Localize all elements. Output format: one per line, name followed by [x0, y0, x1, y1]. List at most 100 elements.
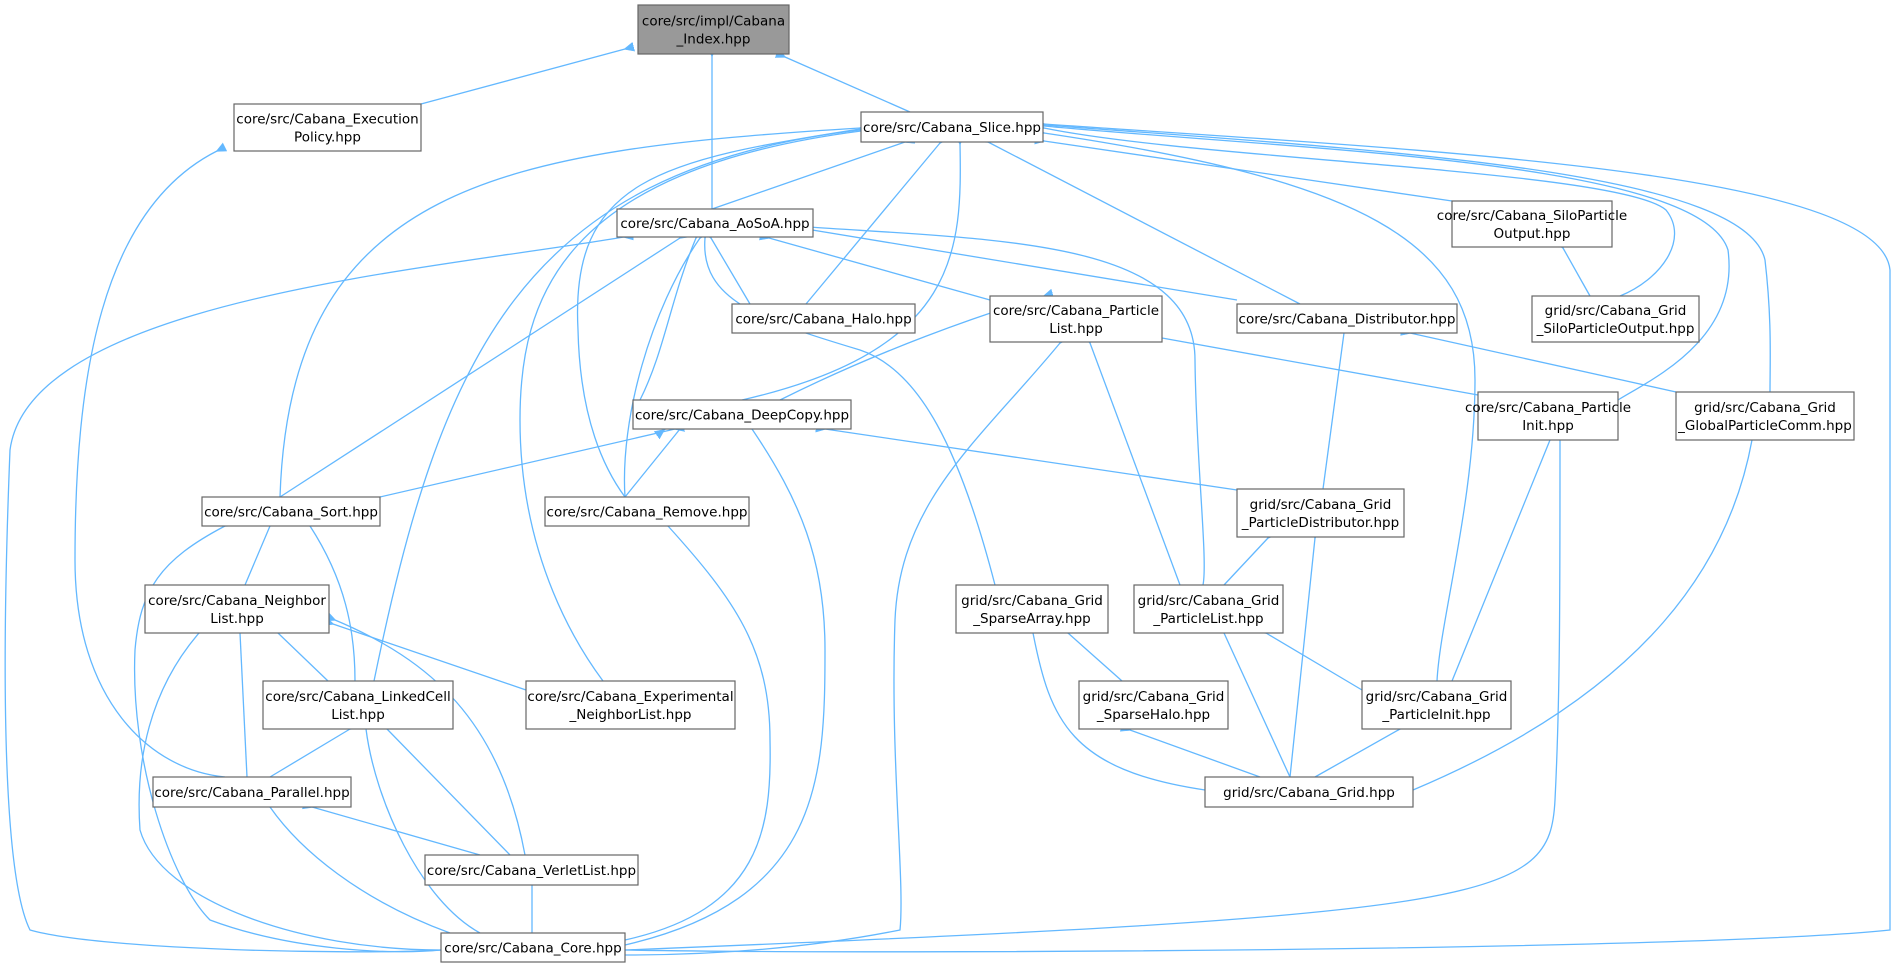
file-node-core[interactable]: core/src/Cabana_Core.hpp — [440, 932, 626, 963]
dependency-edges — [4, 49, 1893, 956]
file-node-expneighbor[interactable]: core/src/Cabana_Experimental _NeighborLis… — [525, 680, 736, 730]
file-node-label: grid/src/Cabana_Grid — [1366, 689, 1508, 705]
file-node-gridsilo[interactable]: grid/src/Cabana_Grid _SiloParticleOutput.… — [1531, 295, 1700, 343]
dependency-edge — [705, 238, 996, 586]
file-node-box — [1451, 200, 1613, 248]
dependency-edge — [711, 238, 751, 305]
dependency-edge — [373, 130, 860, 682]
file-node-box — [637, 4, 790, 55]
dependency-edge — [366, 729, 481, 934]
file-node-label: _Index.hpp — [676, 32, 751, 48]
dependency-edge — [788, 226, 1238, 301]
dependency-edge — [624, 429, 826, 946]
file-node-label: _ParticleInit.hpp — [1381, 707, 1490, 723]
dependency-edge — [379, 429, 675, 498]
file-node-label: core/src/Cabana_DeepCopy.hpp — [635, 408, 849, 424]
file-node-gridparticlelist[interactable]: grid/src/Cabana_Grid_ParticleList.hpp — [1133, 584, 1284, 634]
file-node-label: _SiloParticleOutput.hpp — [1536, 321, 1695, 337]
file-node-label: _GlobalParticleComm.hpp — [1677, 418, 1852, 434]
dependency-edge — [278, 633, 329, 682]
file-node-halo[interactable]: core/src/Cabana_Halo.hpp — [731, 303, 916, 334]
dependency-edge — [1090, 343, 1181, 586]
file-node-gridparticleinit[interactable]: grid/src/Cabana_Grid _ParticleInit.hpp — [1361, 680, 1512, 730]
file-node-box — [955, 584, 1109, 634]
dependency-edge — [1068, 633, 1123, 682]
file-node-box — [262, 680, 454, 730]
file-node-parallel[interactable]: core/src/Cabana_Parallel.hpp — [152, 776, 352, 808]
file-node-remove[interactable]: core/src/Cabana_Remove.hpp — [544, 496, 750, 527]
file-node-label: core/src/Cabana_LinkedCell — [265, 689, 450, 705]
file-node-box — [525, 680, 736, 730]
file-nodes: core/src/impl/Cabana_Index.hpp core/src/C… — [144, 4, 1855, 963]
file-node-box — [1531, 295, 1700, 343]
file-node-label: grid/src/Cabana_Grid — [1083, 689, 1225, 705]
dependency-edge — [624, 343, 1060, 956]
dependency-edge — [1412, 440, 1752, 791]
dependency-edge — [1044, 133, 1476, 682]
file-node-box — [440, 932, 626, 963]
file-node-partdistributor[interactable]: grid/src/Cabana_Grid _ParticleDistributor… — [1236, 488, 1405, 538]
file-node-label: core/src/Cabana_Execution — [236, 112, 418, 128]
dependency-edge — [312, 807, 481, 856]
file-node-label: _SparseHalo.hpp — [1096, 707, 1210, 723]
dependency-edge — [1289, 538, 1315, 778]
dependency-edge — [335, 620, 526, 856]
dependency-edge — [624, 124, 1893, 953]
dependency-edge — [1266, 633, 1363, 691]
file-node-box — [860, 111, 1044, 143]
dependency-edge — [270, 807, 451, 934]
file-node-label: List.hpp — [1049, 321, 1103, 337]
file-node-label: core/src/Cabana_Sort.hpp — [204, 505, 378, 521]
file-node-box — [201, 496, 381, 527]
file-node-slice[interactable]: core/src/Cabana_Slice.hpp — [860, 111, 1044, 143]
dependency-edge — [988, 142, 1301, 305]
dependency-edge — [825, 429, 1238, 491]
file-node-index[interactable]: core/src/impl/Cabana_Index.hpp — [637, 4, 790, 55]
file-node-deepcopy[interactable]: core/src/Cabana_DeepCopy.hpp — [632, 399, 852, 430]
file-node-sparsearray[interactable]: grid/src/Cabana_Grid_SparseArray.hpp — [955, 584, 1109, 634]
file-node-sparsehalo[interactable]: grid/src/Cabana_Grid _SparseHalo.hpp — [1078, 680, 1229, 730]
file-node-label: grid/src/Cabana_Grid — [1250, 497, 1392, 513]
dependency-edge — [279, 238, 680, 498]
file-node-label: core/src/Cabana_Core.hpp — [444, 941, 621, 957]
file-node-verlet[interactable]: core/src/Cabana_VerletList.hpp — [424, 854, 639, 886]
file-node-box — [233, 103, 422, 152]
dependency-edge — [624, 429, 680, 498]
dependency-edge — [1162, 338, 1479, 396]
file-node-sort[interactable]: core/src/Cabana_Sort.hpp — [201, 496, 381, 527]
dependency-edge — [333, 624, 527, 691]
file-node-box — [1477, 391, 1619, 441]
file-node-silooutput[interactable]: core/src/Cabana_SiloParticleOutput.hpp — [1437, 200, 1627, 248]
file-node-label: core/src/Cabana_SiloParticle — [1437, 208, 1627, 224]
file-node-box — [632, 399, 852, 430]
file-node-box — [424, 854, 639, 886]
file-node-box — [731, 303, 916, 334]
file-node-box — [544, 496, 750, 527]
dependency-edge — [4, 237, 624, 953]
file-node-globalcomm[interactable]: grid/src/Cabana_Grid_GlobalParticleComm.… — [1675, 391, 1855, 441]
file-node-label: _NeighborList.hpp — [569, 707, 692, 723]
dependency-edge — [639, 238, 696, 401]
file-node-label: grid/src/Cabana_Grid.hpp — [1223, 785, 1395, 801]
dependency-edge — [808, 227, 1205, 586]
file-node-box — [1204, 776, 1414, 808]
dependency-edge — [519, 131, 861, 682]
dependency-edge — [1044, 128, 1676, 297]
file-node-particleinit[interactable]: core/src/Cabana_ParticleInit.hpp — [1465, 391, 1631, 441]
file-node-label: grid/src/Cabana_Grid — [1545, 303, 1687, 319]
file-node-label: _ParticleDistributor.hpp — [1241, 515, 1399, 531]
dependency-edge — [1044, 126, 1730, 401]
file-node-aosoa[interactable]: core/src/Cabana_AoSoA.hpp — [616, 208, 814, 238]
file-node-particlelist[interactable]: core/src/Cabana_ParticleList.hpp — [989, 295, 1163, 343]
file-node-label: core/src/Cabana_Experimental — [527, 689, 733, 705]
dependency-edge — [1224, 633, 1291, 778]
file-node-neighborlist[interactable]: core/src/Cabana_NeighborList.hpp — [144, 584, 330, 634]
file-node-distributor[interactable]: core/src/Cabana_Distributor.hpp — [1236, 303, 1458, 334]
file-node-grid[interactable]: grid/src/Cabana_Grid.hpp — [1204, 776, 1414, 808]
dependency-edge — [785, 57, 911, 113]
file-node-label: core/src/Cabana_VerletList.hpp — [427, 863, 636, 879]
file-node-label: core/src/Cabana_Remove.hpp — [547, 505, 748, 521]
file-node-label: core/src/Cabana_Slice.hpp — [863, 120, 1041, 136]
